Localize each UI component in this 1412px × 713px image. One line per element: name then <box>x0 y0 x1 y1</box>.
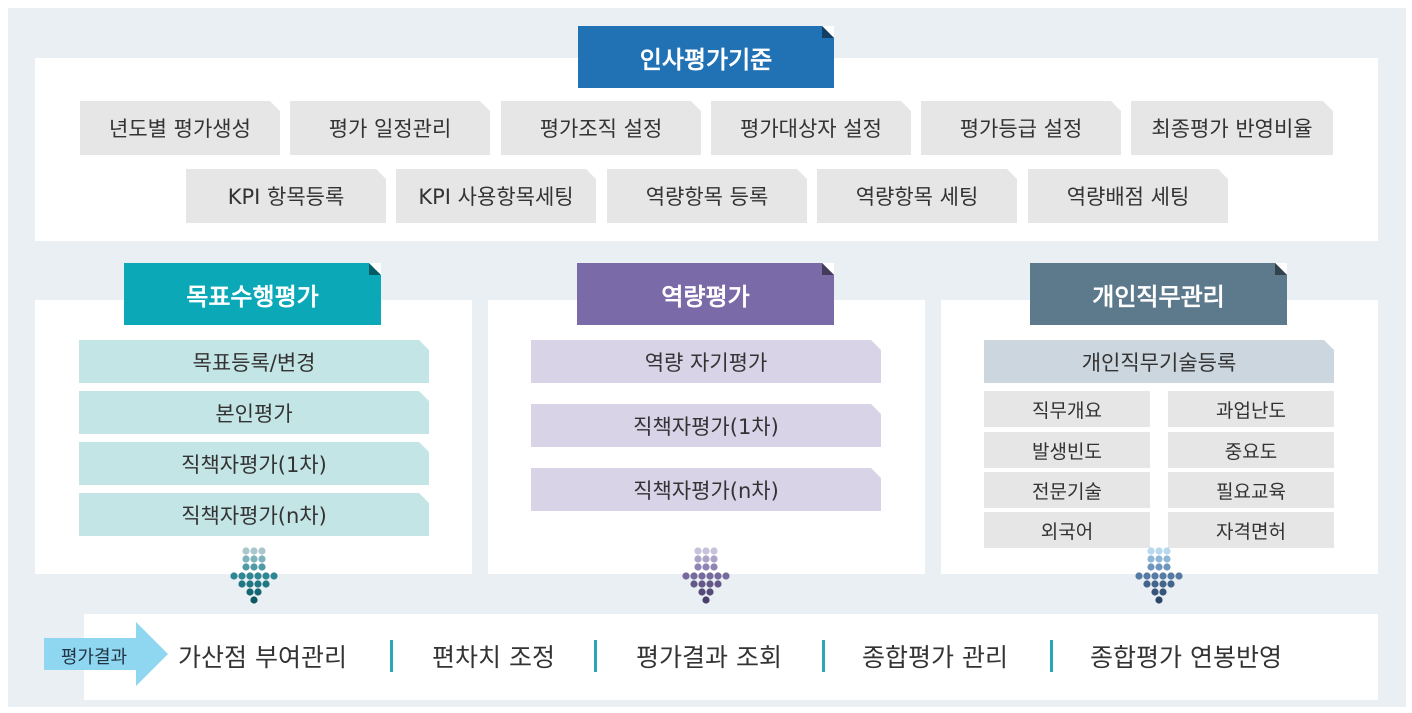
job-grid-cell: 발생빈도 <box>984 432 1150 468</box>
ribbon-fold <box>822 26 834 38</box>
competency-eval-item: 직책자평가(n차) <box>531 468 881 511</box>
criteria-title-text: 인사평가기준 <box>639 45 773 74</box>
ribbon-fold <box>1275 263 1287 275</box>
criteria-item: 최종평가 반영비율 <box>1131 101 1333 155</box>
criteria-item: KPI 사용항목세팅 <box>396 169 596 223</box>
goal-eval-item: 직책자평가(n차) <box>79 493 429 536</box>
criteria-item: 평가등급 설정 <box>921 101 1121 155</box>
down-arrow-icon <box>1135 547 1183 604</box>
result-arrow-icon <box>44 622 168 686</box>
separator <box>390 640 393 672</box>
ribbon-fold <box>369 263 381 275</box>
criteria-item: 평가 일정관리 <box>290 101 490 155</box>
criteria-item: 역량항목 등록 <box>607 169 807 223</box>
result-item: 가산점 부여관리 <box>178 643 347 672</box>
job-grid-cell: 전문기술 <box>984 472 1150 508</box>
result-bar <box>84 614 1378 700</box>
goal-eval-item: 본인평가 <box>79 391 429 434</box>
separator <box>822 640 825 672</box>
down-arrow-icon <box>682 547 730 604</box>
job-management-title: 개인직무관리 <box>1030 263 1287 325</box>
ribbon-fold <box>822 263 834 275</box>
job-grid-cell: 중요도 <box>1168 432 1334 468</box>
goal-eval-item: 직책자평가(1차) <box>79 442 429 485</box>
down-arrow-icon <box>230 547 278 604</box>
result-item: 평가결과 조회 <box>636 643 782 672</box>
criteria-item: 역량배점 세팅 <box>1028 169 1228 223</box>
criteria-title: 인사평가기준 <box>578 26 834 88</box>
job-grid-cell: 필요교육 <box>1168 472 1334 508</box>
result-item: 종합평가 관리 <box>862 643 1008 672</box>
competency-eval-title: 역량평가 <box>577 263 834 325</box>
result-item: 종합평가 연봉반영 <box>1090 643 1282 672</box>
job-description-header: 개인직무기술등록 <box>984 340 1334 383</box>
result-item: 편차치 조정 <box>432 643 555 672</box>
criteria-item: KPI 항목등록 <box>186 169 386 223</box>
criteria-item: 년도별 평가생성 <box>80 101 280 155</box>
competency-eval-item: 역량 자기평가 <box>531 340 881 383</box>
job-grid-cell: 직무개요 <box>984 391 1150 427</box>
goal-eval-item: 목표등록/변경 <box>79 340 429 383</box>
goal-eval-title: 목표수행평가 <box>124 263 381 325</box>
criteria-item: 역량항목 세팅 <box>817 169 1017 223</box>
competency-eval-item: 직책자평가(1차) <box>531 404 881 447</box>
criteria-item: 평가조직 설정 <box>501 101 701 155</box>
job-grid-cell: 자격면허 <box>1168 512 1334 548</box>
separator <box>594 640 597 672</box>
result-label: 평가결과 <box>60 647 128 668</box>
job-grid-cell: 외국어 <box>984 512 1150 548</box>
criteria-item: 평가대상자 설정 <box>711 101 911 155</box>
separator <box>1050 640 1053 672</box>
job-grid-cell: 과업난도 <box>1168 391 1334 427</box>
